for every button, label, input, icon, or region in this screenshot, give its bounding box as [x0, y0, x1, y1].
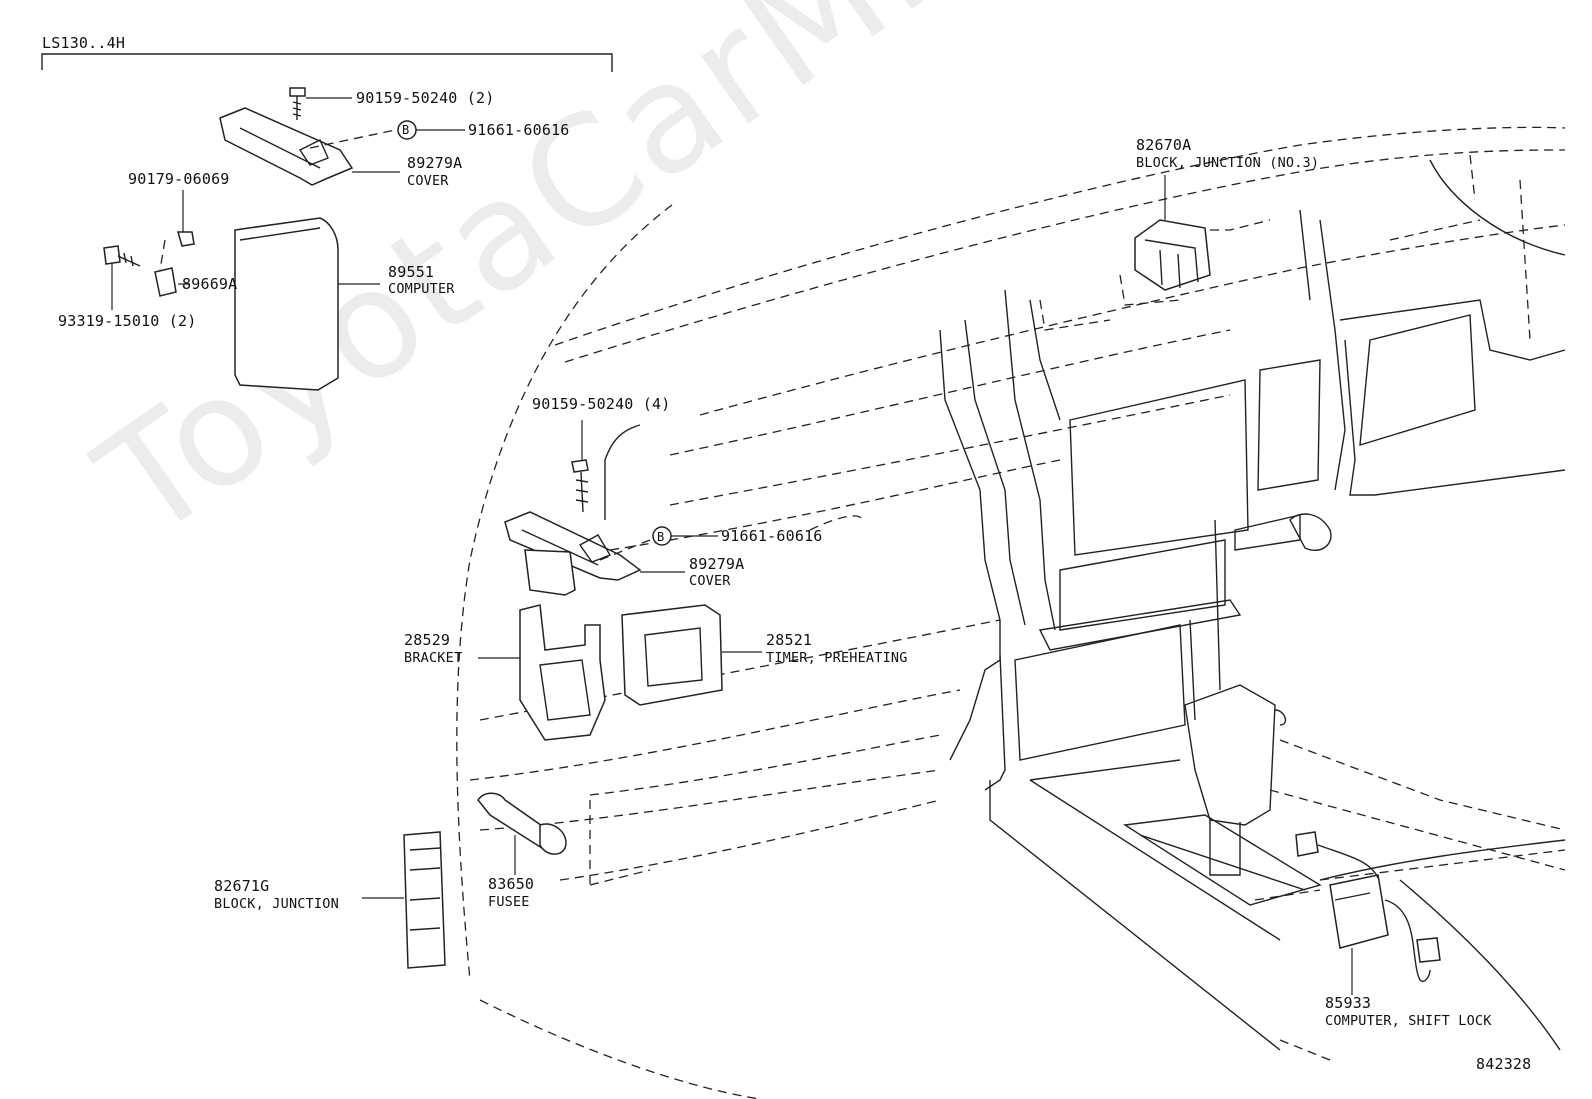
timer-preheating-name: TIMER, PREHEATING	[766, 650, 908, 666]
center-console	[939, 154, 1566, 791]
inset-cover-name: COVER	[407, 173, 449, 189]
inset-screw-part: 93319-15010 (2)	[58, 312, 197, 330]
block-junction-name: BLOCK, JUNCTION	[214, 896, 339, 912]
inset-nut-part: 90179-06069	[128, 170, 230, 188]
main-cover-part: 89279A	[689, 555, 745, 573]
inset-bracket-part: 89669A	[182, 275, 238, 293]
timer-preheating-part: 28521	[766, 631, 813, 649]
block-junction-part: 82671G	[214, 877, 270, 895]
block-junction-no3-name: BLOCK, JUNCTION (NO.3)	[1136, 155, 1320, 171]
inset-computer-part: 89551	[388, 263, 435, 281]
inset-cover-part: 89279A	[407, 154, 463, 172]
model-code: LS130..4H	[42, 34, 126, 52]
inset-frame	[41, 53, 613, 72]
main-bolt-part: 90159-50240 (4)	[532, 395, 671, 413]
inset-clip-part: 91661-60616	[468, 121, 570, 139]
bracket-name: BRACKET	[404, 650, 463, 666]
block-junction-no3-part: 82670A	[1136, 136, 1192, 154]
bracket-part: 28529	[404, 631, 451, 649]
main-cover-name: COVER	[689, 573, 731, 589]
inset-computer-name: COMPUTER	[388, 281, 455, 297]
main-clip-part: 91661-60616	[721, 527, 823, 545]
floor-tunnel	[989, 684, 1566, 1061]
b-markers	[178, 120, 718, 546]
dashboard-outline	[456, 126, 1566, 1099]
inset-clip-marker: B	[402, 123, 410, 137]
fusee-name: FUSEE	[488, 894, 530, 910]
inset-bolt-part: 90159-50240 (2)	[356, 89, 495, 107]
inset-parts	[103, 87, 400, 391]
computer-shift-lock-name: COMPUTER, SHIFT LOCK	[1325, 1013, 1492, 1029]
main-clip-marker: B	[657, 530, 665, 544]
fusee-part: 83650	[488, 875, 535, 893]
computer-shift-lock-part: 85933	[1325, 994, 1372, 1012]
main-parts	[362, 175, 1441, 995]
drawing-number: 842328	[1476, 1055, 1532, 1073]
